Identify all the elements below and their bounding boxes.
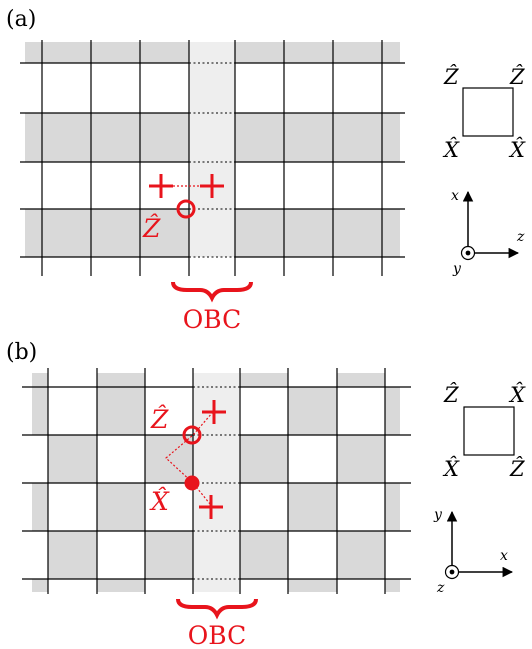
panel-a-label: (a) xyxy=(6,7,36,32)
panel-b-axes: y x z xyxy=(433,507,514,596)
legend-top-left: Ẑ xyxy=(443,65,459,89)
operator-x-red: X̂ xyxy=(149,487,170,516)
brace-icon xyxy=(171,281,253,303)
panel-a-axes: x z y xyxy=(451,188,525,277)
open-circle-icon xyxy=(182,425,202,445)
panel-b-plaquette-legend: Ẑ X̂ X̂ Ẑ xyxy=(442,383,526,481)
legend-bottom-left: X̂ xyxy=(442,457,460,481)
plus-icon xyxy=(200,174,224,198)
legend-bottom-left: X̂ xyxy=(442,138,460,162)
axis-horizontal-label: z xyxy=(516,229,525,245)
operator-z-red: Ẑ xyxy=(142,214,161,243)
panel-b-dashed-bonds xyxy=(193,386,240,580)
axis-vertical-label: x xyxy=(451,188,459,204)
panel-a-plaquette-legend: Ẑ Ẑ X̂ X̂ xyxy=(442,65,526,162)
open-circle-icon xyxy=(176,199,196,219)
filled-circle-icon xyxy=(184,475,200,491)
legend-bottom-right: X̂ xyxy=(508,138,526,162)
operator-z-red: Ẑ xyxy=(150,405,169,434)
panel-b-obc-label: OBC xyxy=(188,621,246,649)
brace-icon xyxy=(176,598,258,620)
panel-a-obc-label: OBC xyxy=(183,305,241,334)
plus-icon xyxy=(199,495,223,519)
legend-top-right: X̂ xyxy=(508,383,526,407)
panel-a-dashed-bonds xyxy=(189,62,235,258)
panel-a-shading xyxy=(25,42,400,257)
plus-icon xyxy=(202,400,226,424)
axis-out-label: z xyxy=(436,580,445,596)
legend-top-right: Ẑ xyxy=(509,65,525,89)
panel-b-lattice xyxy=(22,368,411,594)
panel-a: (a) xyxy=(6,7,526,334)
legend-top-left: Ẑ xyxy=(443,383,459,407)
panel-a-lattice xyxy=(20,40,405,276)
axis-vertical-label: y xyxy=(433,507,443,523)
panel-b-boundary-operator: Ẑ X̂ xyxy=(149,400,226,519)
panel-b-shading xyxy=(32,373,400,592)
panel-b-label: (b) xyxy=(6,340,37,365)
plus-icon xyxy=(149,174,173,198)
axis-horizontal-label: x xyxy=(500,548,508,564)
panel-b: (b) xyxy=(6,340,526,649)
axis-out-label: y xyxy=(452,261,462,277)
legend-bottom-right: Ẑ xyxy=(509,457,525,481)
panel-a-boundary-operator: Ẑ xyxy=(142,174,224,243)
